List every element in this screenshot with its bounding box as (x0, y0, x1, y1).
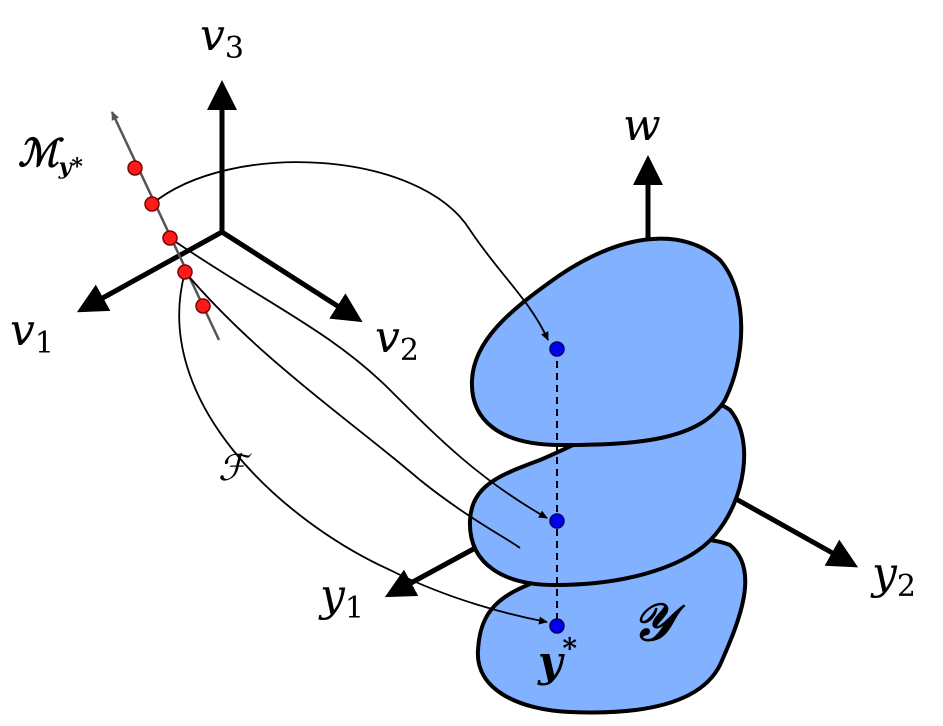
mapping-curves (151, 161, 549, 625)
label-manifold: ℳy* (18, 130, 83, 180)
output-space-blobs (467, 236, 748, 715)
label-y2: y2 (870, 548, 916, 604)
red-point (144, 196, 160, 212)
y2-axis (718, 487, 859, 568)
label-v3: v3 (200, 10, 244, 66)
blue-point (549, 341, 565, 357)
label-v1: v1 (10, 305, 54, 361)
map-curve-middle (169, 237, 548, 519)
label-ystar: y* (537, 632, 577, 686)
label-y1: y1 (318, 570, 364, 626)
label-map-F: ℱ (218, 448, 252, 489)
v1-axis (76, 229, 224, 313)
blue-point (549, 513, 565, 529)
label-v2: v2 (375, 312, 419, 368)
map-curve-lower (184, 271, 521, 549)
map-curve-bottom (178, 271, 548, 625)
axis-labels: v3 v1 v2 w y1 y2 (10, 10, 916, 626)
red-point (162, 230, 178, 246)
latent-axes (76, 80, 363, 323)
label-w: w (623, 100, 661, 151)
output-points (549, 341, 565, 634)
red-point (127, 160, 143, 176)
v2-axis (220, 229, 363, 323)
blue-point (549, 618, 565, 634)
manifold-points (127, 160, 211, 314)
blob-top (469, 236, 744, 448)
red-point (177, 264, 193, 280)
red-point (195, 298, 211, 314)
map-curve-top (151, 161, 549, 341)
